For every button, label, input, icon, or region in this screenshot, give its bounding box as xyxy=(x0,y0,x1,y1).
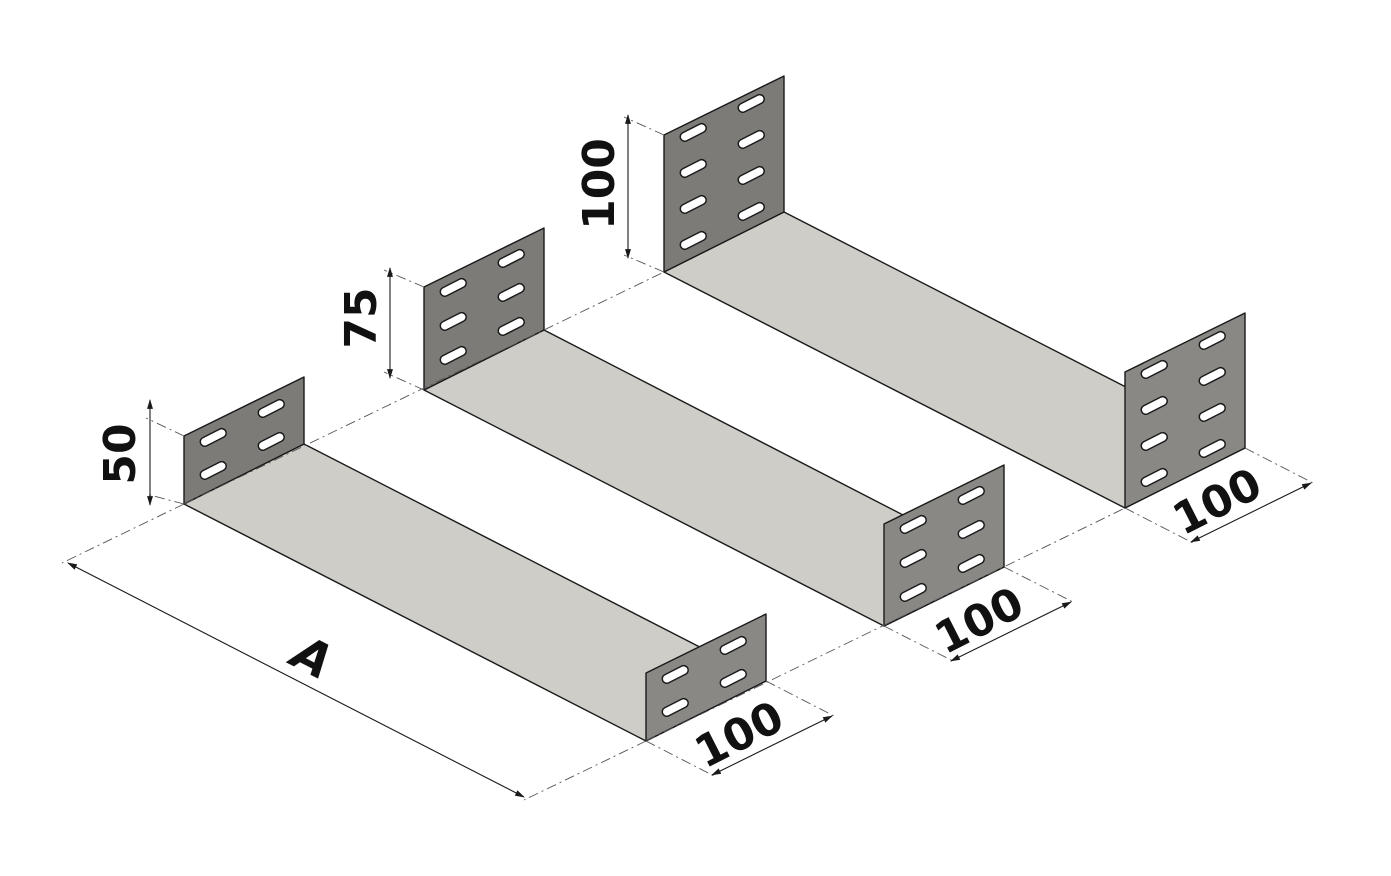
tray-100-back-slots xyxy=(679,93,765,251)
tray-75 xyxy=(423,227,1005,627)
dimension-lines xyxy=(67,114,1312,798)
length-label-a: A xyxy=(279,623,341,692)
tray-100-back-plate xyxy=(663,75,785,273)
tray-50-front-slots xyxy=(661,635,747,718)
height-label-50: 50 xyxy=(95,423,146,484)
tray-75-back-slots xyxy=(439,248,525,366)
tray-75-front-slots xyxy=(899,485,985,603)
extension-lines xyxy=(61,116,1314,801)
tray-100 xyxy=(663,75,1246,509)
height-label-75: 75 xyxy=(336,287,387,348)
tray-100-front-slots xyxy=(1140,330,1226,488)
height-label-100: 100 xyxy=(574,138,625,230)
tray-50-back-slots xyxy=(199,398,285,481)
